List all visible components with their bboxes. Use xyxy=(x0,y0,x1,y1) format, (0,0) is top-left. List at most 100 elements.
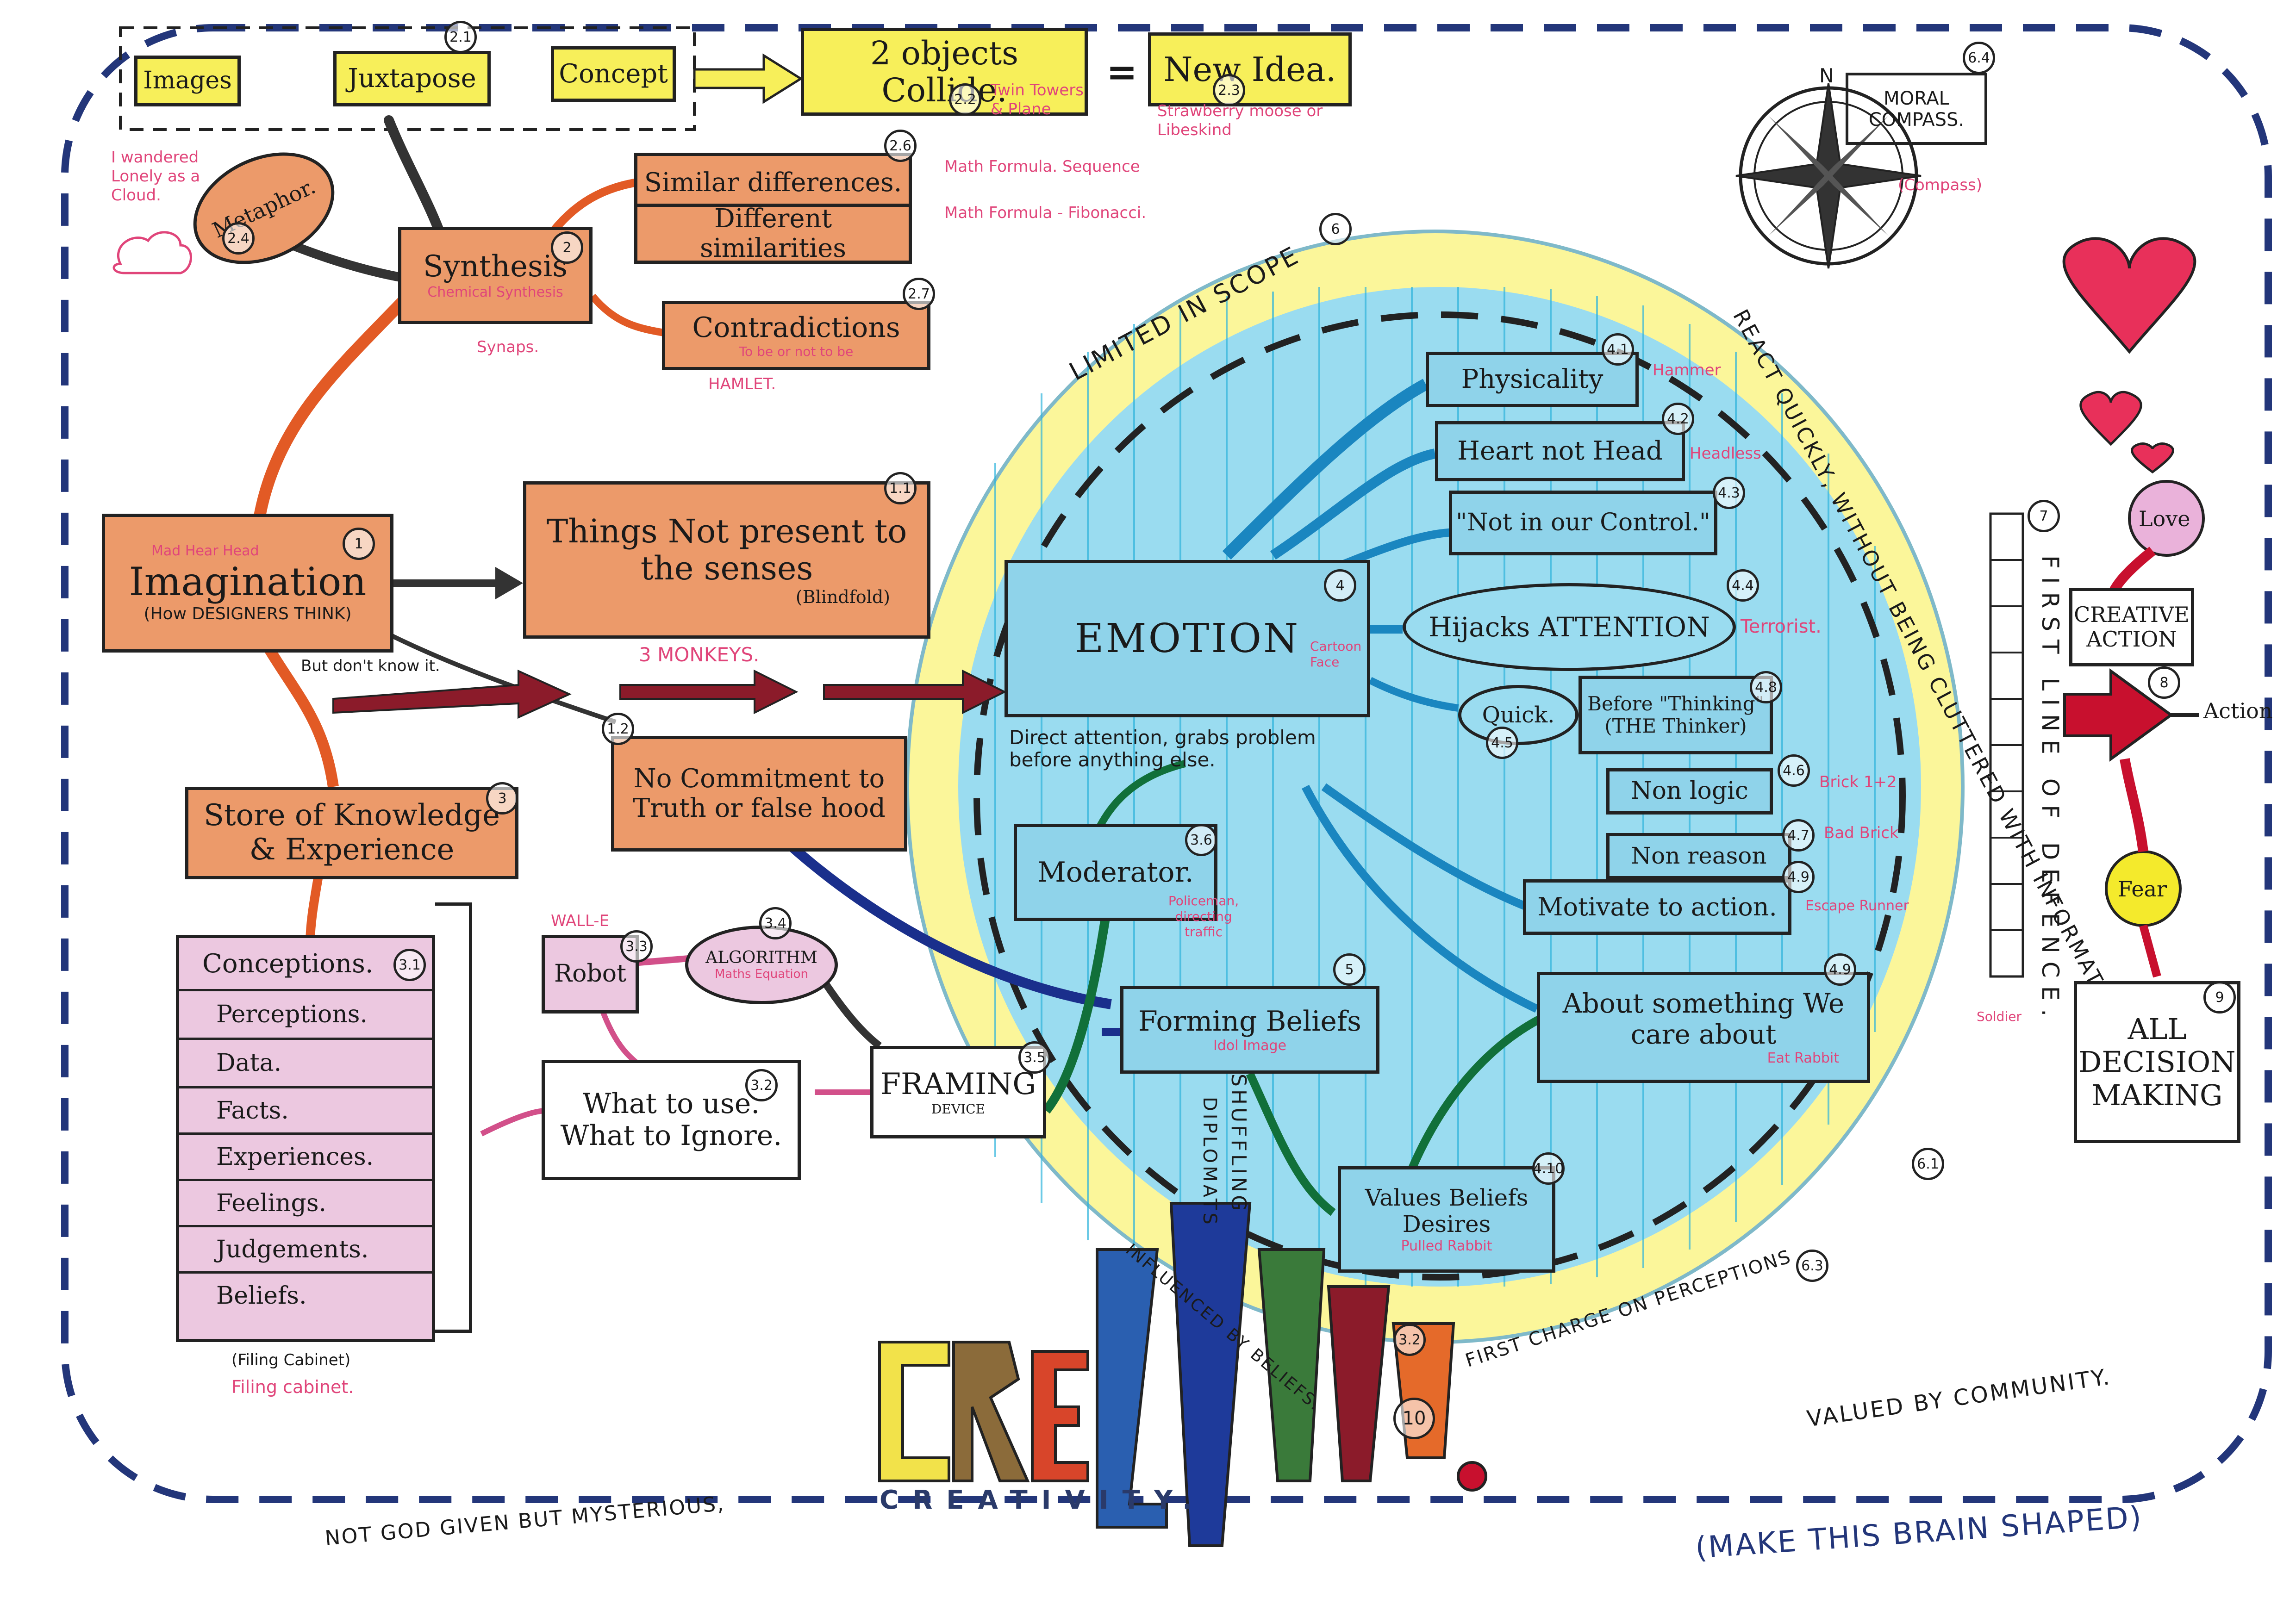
compass-drawing xyxy=(1735,83,1922,269)
swoosh-store-cabinet xyxy=(306,869,324,945)
physicality-number: 4.1 xyxy=(1602,333,1634,366)
red-stroke-fear xyxy=(2120,758,2148,852)
new-idea-note: Strawberry moose or Libeskind xyxy=(1157,102,1323,139)
cabinet-item: Judgements. xyxy=(179,1227,432,1274)
big-heart xyxy=(2062,237,2196,354)
no-commitment-label: No Commitment to Truth or false hood xyxy=(633,763,886,823)
quick-oval: Quick. xyxy=(1458,685,1578,745)
cabinet-caption-2: Filing cabinet. xyxy=(231,1377,354,1397)
non-reason-box: Non reason xyxy=(1606,833,1791,879)
motivate-number: 4.9 xyxy=(1782,861,1815,893)
robot-number: 3.3 xyxy=(620,930,653,963)
swoosh-imag-synthesis xyxy=(253,281,423,524)
all-decision-number: 9 xyxy=(2203,981,2236,1014)
new-idea-box: New Idea. xyxy=(1148,32,1352,106)
values-beliefs-label: Values Beliefs Desires xyxy=(1365,1184,1529,1237)
robot-label: Robot xyxy=(554,960,626,988)
cabinet-item: Beliefs. xyxy=(216,1281,307,1310)
forming-beliefs-label: Forming Beliefs xyxy=(1138,1005,1361,1038)
not-present-box: Things Not present to the senses (Blindf… xyxy=(523,481,930,639)
algorithm-note: Maths Equation xyxy=(715,967,808,981)
values-beliefs-note: Pulled Rabbit xyxy=(1401,1237,1492,1254)
concept-label: Concept xyxy=(559,58,668,89)
react-number: 6.1 xyxy=(1912,1148,1944,1180)
quick-label: Quick. xyxy=(1482,702,1555,728)
non-logic-label: Non logic xyxy=(1631,777,1748,805)
love-label: Love xyxy=(2139,506,2190,531)
swoosh-imag-nocommit xyxy=(369,622,617,724)
cabinet-item: Experiences. xyxy=(179,1135,432,1181)
cabinet-item: Conceptions. xyxy=(179,938,432,991)
red-arrow-1 xyxy=(332,669,572,719)
not-in-control-label: "Not in our Control." xyxy=(1456,509,1710,537)
equals-sign: = xyxy=(1106,50,1138,93)
moderator-number: 3.6 xyxy=(1185,824,1217,856)
imagination-below: But don't know it. xyxy=(301,657,440,675)
emotion-note: Cartoon Face xyxy=(1310,639,1362,670)
blue-emo-physicality xyxy=(1222,379,1429,560)
motivate-box: Motivate to action. xyxy=(1523,879,1791,935)
not-present-label: Things Not present to the senses xyxy=(546,512,907,588)
limited-number: 6 xyxy=(1319,213,1352,245)
images-label: Images xyxy=(143,67,232,95)
about-something-box: About something We care about Eat Rabbit xyxy=(1537,972,1870,1083)
creative-action-label: CREATIVE ACTION xyxy=(2074,602,2190,652)
non-logic-number: 4.6 xyxy=(1778,754,1810,787)
fear-label: Fear xyxy=(2118,877,2167,902)
about-something-note: Eat Rabbit xyxy=(1767,1050,1839,1066)
emotion-number: 4 xyxy=(1324,569,1356,602)
contradictions-box: Contradictions To be or not to be xyxy=(662,301,930,370)
first-line-number: 7 xyxy=(2028,500,2060,532)
pink-cloud-icon xyxy=(112,231,192,274)
similar-note-1: Math Formula. Sequence xyxy=(944,157,1140,176)
hamlet-note: HAMLET. xyxy=(708,375,776,393)
not-in-control-number: 4.3 xyxy=(1713,477,1745,509)
before-thinking-number: 4.8 xyxy=(1750,671,1782,703)
non-logic-note: Brick 1+2 xyxy=(1819,773,1897,791)
imagination-box: Mad Hear Head Imagination (How DESIGNERS… xyxy=(102,514,393,653)
collide-number: 2.2 xyxy=(949,83,981,116)
swoosh-synth-contra xyxy=(589,293,668,337)
red-arrow-2 xyxy=(619,669,799,715)
influenced-number: 3.2 xyxy=(1393,1324,1426,1356)
non-reason-number: 4.7 xyxy=(1782,819,1815,852)
forming-beliefs-box: Forming Beliefs Idol Image xyxy=(1120,986,1379,1074)
first-line-text: FIRST LINE OF DEFENCE. xyxy=(2037,555,2064,1025)
what-to-use-label: What to use. What to Ignore. xyxy=(560,1088,782,1152)
pink-robot-algo xyxy=(638,955,695,966)
cabinet-item: Data. xyxy=(179,1040,432,1088)
creativity-word: CREATIVITY. xyxy=(880,1485,1206,1515)
new-idea-label: New Idea. xyxy=(1163,50,1336,89)
love-circle xyxy=(2128,480,2205,557)
juxtapose-box: Juxtapose xyxy=(333,51,491,106)
red-arrow-3 xyxy=(823,669,1007,715)
small-heart xyxy=(2131,442,2174,474)
arrow-to-collide xyxy=(693,53,803,104)
action-label: Action xyxy=(2203,698,2273,723)
cabinet-item: Facts. xyxy=(179,1088,432,1135)
creative-action-number: 8 xyxy=(2148,666,2180,699)
hijacks-oval: Hijacks ATTENTION xyxy=(1403,583,1736,671)
before-thinking-label: Before "Thinking" (THE Thinker) xyxy=(1587,692,1764,737)
cabinet-item: Feelings. xyxy=(179,1181,432,1227)
page-border xyxy=(61,24,2272,1503)
swoosh-algo-framing xyxy=(821,979,882,1049)
blue-emo-control xyxy=(1341,528,1459,569)
moderator-note: Policeman, directing traffic xyxy=(1168,893,1239,940)
robot-box: Robot xyxy=(542,935,639,1014)
all-decision-label: ALL DECISION MAKING xyxy=(2078,1012,2236,1112)
filing-cabinet: Conceptions. Perceptions. Data. Facts. E… xyxy=(176,935,435,1342)
swoosh-nocommit-forming xyxy=(783,838,1112,1009)
synapse-note: Synaps. xyxy=(477,338,539,356)
green-about-values xyxy=(1403,1009,1553,1182)
about-something-number: 4.9 xyxy=(1824,953,1856,986)
what-to-use-number: 3.2 xyxy=(745,1069,778,1101)
heart-not-head-label: Heart not Head xyxy=(1457,435,1663,466)
compass-note: (Compass) xyxy=(1898,176,1983,194)
physicality-label: Physicality xyxy=(1461,364,1603,394)
juxtapose-label: Juxtapose xyxy=(348,63,476,93)
synthesis-note: Chemical Synthesis xyxy=(427,284,563,300)
first-line-note: Soldier xyxy=(1977,1009,2021,1024)
collide-note: Twin Towers & Plane xyxy=(991,81,1084,118)
walle-note: WALL-E xyxy=(551,912,610,930)
